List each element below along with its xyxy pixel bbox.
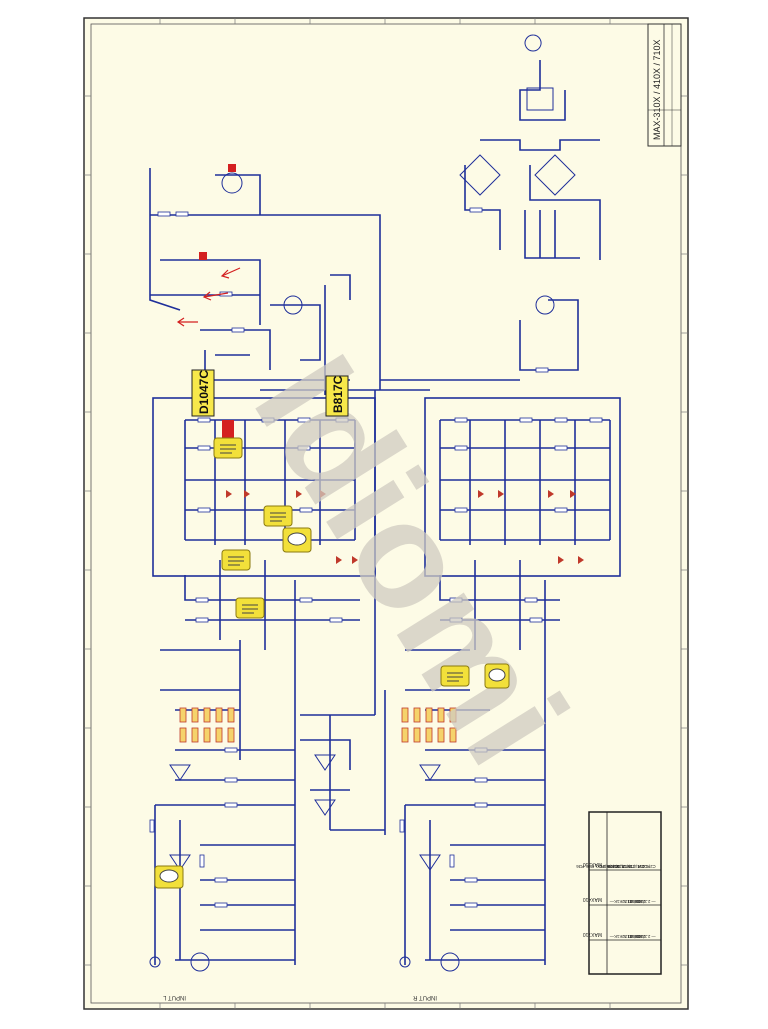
part-tag-left: D1047C bbox=[191, 369, 215, 417]
red-arrows bbox=[176, 267, 241, 327]
variant-table-cell: 2200/63 bbox=[629, 934, 645, 939]
variant-table-cell: 2K bbox=[619, 934, 624, 939]
variant-table-cell: — bbox=[651, 934, 656, 939]
inner-frame bbox=[90, 23, 682, 1004]
variant-table-cell: T4, T5, 21, 23 bbox=[613, 864, 640, 869]
variant-table-cell: T1, T2, T3 bbox=[615, 864, 635, 869]
variant-table-cell: D1047 bbox=[627, 934, 640, 939]
variant-table-cell: — bbox=[609, 899, 614, 904]
variant-table-cell: R10, R5 bbox=[603, 864, 619, 869]
comment-icon[interactable] bbox=[213, 437, 243, 459]
variant-table-header: MAX710 bbox=[583, 931, 602, 937]
variant-table-cell: 2.2/400 bbox=[636, 934, 651, 939]
comment-icon[interactable] bbox=[440, 665, 470, 687]
variant-table-cell: 2K bbox=[619, 899, 624, 904]
variant-table-header: MAX410 bbox=[583, 896, 602, 902]
frame-ticks bbox=[84, 18, 688, 1009]
comment-icon[interactable] bbox=[282, 527, 312, 553]
comment-icon[interactable] bbox=[263, 505, 293, 527]
part-label-b817c: B817C bbox=[331, 375, 345, 413]
part-label-d1047c: D1047C bbox=[197, 370, 211, 414]
resistor-symbols bbox=[149, 207, 603, 908]
input-label-right: INPUT R bbox=[412, 994, 437, 1000]
components bbox=[149, 34, 576, 972]
diodes bbox=[226, 490, 584, 564]
resistor-bank-right bbox=[401, 707, 457, 743]
variant-table-cell: — bbox=[651, 899, 656, 904]
comment-icon[interactable] bbox=[484, 663, 510, 689]
variant-table-cell: RL 3V bbox=[639, 864, 651, 869]
variant-table-cell: 1.5 bbox=[623, 899, 629, 904]
variant-table-cell: C2, C4 bbox=[642, 864, 656, 869]
comment-icon[interactable] bbox=[221, 549, 251, 571]
part-tag-right: B817C bbox=[325, 375, 349, 417]
variant-table-cell: D1047 bbox=[627, 899, 640, 904]
red-markers bbox=[199, 164, 236, 438]
variant-table-header: MAX310 bbox=[583, 861, 602, 867]
variant-table-cell: B817 bbox=[624, 934, 634, 939]
variant-table-cell: R12, R9 bbox=[608, 864, 624, 869]
variant-table-cell: 1.5 bbox=[623, 934, 629, 939]
comment-callouts[interactable] bbox=[154, 437, 510, 889]
input-label-left: INPUT L bbox=[162, 994, 186, 1000]
title-block: MAX-310X / 410X / 710X bbox=[647, 23, 682, 147]
variant-table-cell: 2.2/400 bbox=[636, 899, 651, 904]
variant-table-cell: 2200/63 bbox=[629, 899, 645, 904]
resistor-bank-left bbox=[179, 707, 235, 743]
variant-table-cell: B817 bbox=[624, 899, 634, 904]
variant-table-cell: R16, R20, R30, R36 bbox=[576, 864, 614, 869]
variant-table-cell: 1K bbox=[614, 934, 619, 939]
variant-table bbox=[588, 811, 662, 975]
title-model-text: MAX-310X / 410X / 710X bbox=[652, 39, 662, 140]
variant-table-cell: — bbox=[609, 934, 614, 939]
variant-table-cell: R13, R1, 25, 27 bbox=[600, 864, 630, 869]
variant-table-cell: C34, C35 bbox=[627, 864, 645, 869]
comment-icon[interactable] bbox=[235, 597, 265, 619]
variant-table-cell: 1K bbox=[614, 899, 619, 904]
comment-icon[interactable] bbox=[154, 865, 184, 889]
